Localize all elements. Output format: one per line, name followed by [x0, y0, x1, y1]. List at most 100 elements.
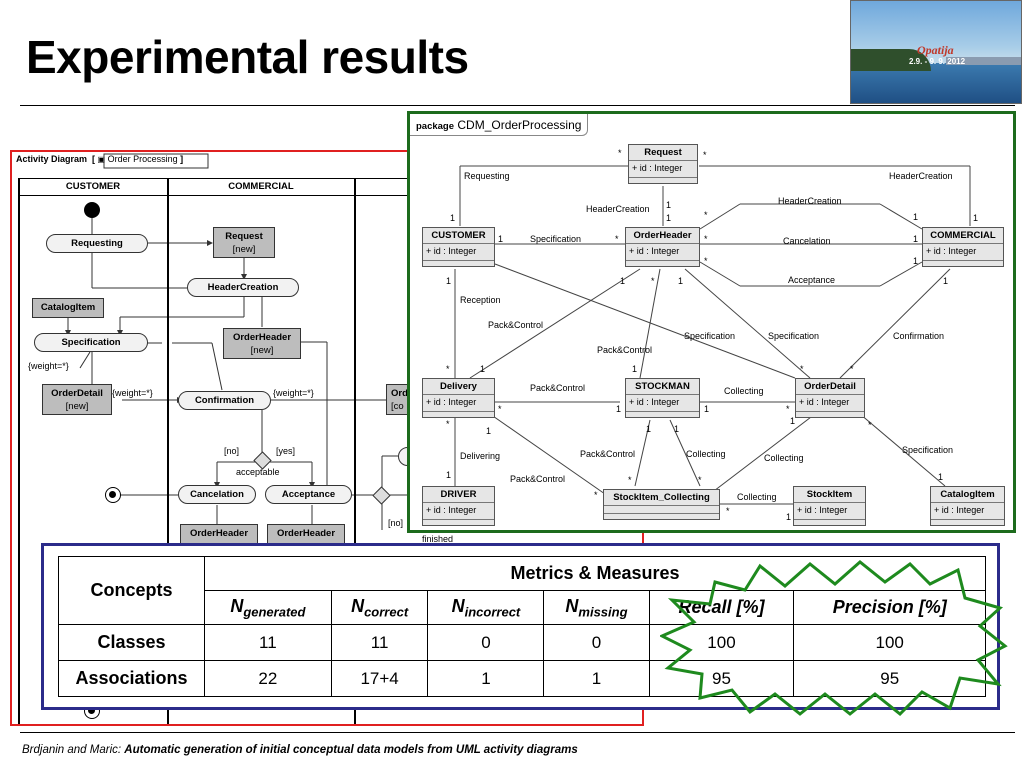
assoc-packcontrol-2: Pack&Control [597, 345, 653, 355]
mult-many: * [704, 210, 708, 220]
cell-n-correct: 17+4 [330, 660, 429, 697]
assoc-acceptance: Acceptance [788, 275, 836, 285]
package-tab: package CDM_OrderProcessing [410, 114, 589, 136]
cell-precision: 95 [793, 660, 986, 697]
col-n-generated: Ngenerated [204, 590, 332, 625]
photo-place: Opatija [917, 43, 954, 57]
class-orderheader-name: OrderHeader [626, 228, 699, 244]
mult-many: * [698, 475, 702, 485]
assoc-collecting-2: Collecting [686, 449, 726, 459]
class-stockman-name: STOCKMAN [626, 379, 699, 395]
mult-many: * [618, 148, 622, 158]
footer-paper-title: Automatic generation of initial conceptu… [124, 744, 578, 756]
metrics-table: Concepts Metrics & Measures Ngenerated N… [58, 556, 986, 697]
mult-many: * [446, 364, 450, 374]
class-delivery-attr: + id : Integer [423, 395, 494, 412]
mult-one: 1 [913, 234, 919, 244]
assoc-headercreation-right: HeaderCreation [889, 171, 953, 181]
assoc-specification-left: Specification [530, 234, 582, 244]
mult-one: 1 [678, 276, 684, 286]
object-order-detail: OrderDetail [new] [42, 384, 112, 415]
class-orderdetail-attr: + id : Integer [796, 395, 864, 412]
photo-dates: 2.9. - 9. 9. 2012 [909, 57, 966, 66]
mult-one: 1 [938, 472, 944, 482]
lane-commercial: COMMERCIAL [167, 178, 355, 196]
mult-many: * [850, 364, 854, 374]
object-order-header-3: OrderHeader [267, 524, 345, 544]
cell-n-incorrect: 0 [427, 624, 545, 661]
mult-one: 1 [620, 276, 626, 286]
assoc-packcontrol-4: Pack&Control [580, 449, 636, 459]
mult-many: * [868, 420, 872, 430]
assoc-headercreation-top: HeaderCreation [778, 196, 842, 206]
cell-n-missing: 1 [543, 660, 650, 697]
class-stockitem-name: StockItem [794, 487, 865, 503]
assoc-collecting-3: Collecting [764, 453, 804, 463]
class-orderdetail-name: OrderDetail [796, 379, 864, 395]
object-order-detail-name: OrderDetail [51, 388, 103, 399]
cell-n-correct: 11 [330, 624, 429, 661]
class-orderheader-attr: + id : Integer [626, 244, 699, 261]
mult-one: 1 [786, 512, 792, 522]
label-finished: finished [422, 534, 454, 544]
object-order-header-name: OrderHeader [232, 332, 292, 343]
mult-one: 1 [790, 416, 796, 426]
action-requesting: Requesting [46, 234, 148, 253]
footer-citation: Brdjanin and Maric: Automatic generation… [22, 744, 578, 756]
mult-one: 1 [666, 213, 672, 223]
class-orderheader: OrderHeader + id : Integer [625, 227, 700, 267]
results-table-panel: Concepts Metrics & Measures Ngenerated N… [41, 543, 1000, 710]
assoc-specification-mid1: Specification [684, 331, 736, 341]
assoc-headercreation-mid: HeaderCreation [586, 204, 650, 214]
col-precision: Precision [%] [793, 590, 986, 625]
mult-many: * [446, 419, 450, 429]
row-concept: Associations [58, 660, 205, 697]
action-specification: Specification [34, 333, 148, 352]
activity-header-name: Order Processing [107, 154, 178, 164]
mult-many: * [651, 276, 655, 286]
mult-one: 1 [646, 424, 652, 434]
mult-many: * [594, 490, 598, 500]
assoc-packcontrol-3: Pack&Control [530, 383, 586, 393]
title-divider [20, 105, 1015, 106]
class-customer: CUSTOMER + id : Integer [422, 227, 495, 267]
class-stockitem-attr: + id : Integer [794, 503, 865, 520]
mult-one: 1 [446, 470, 452, 480]
assoc-collecting-4: Collecting [737, 492, 777, 502]
mult-one: 1 [480, 364, 486, 374]
mult-one: 1 [666, 200, 672, 210]
action-confirmation: Confirmation [178, 391, 271, 410]
table-row: Classes 11 11 0 0 100 100 [58, 624, 986, 661]
mult-one: 1 [943, 276, 949, 286]
label-no-2: [no] [388, 518, 404, 528]
cell-recall: 100 [648, 624, 795, 661]
label-weight-2: {weight=*} [112, 388, 153, 398]
lane-customer: CUSTOMER [18, 178, 168, 196]
assoc-collecting-1: Collecting [724, 386, 764, 396]
activity-header: Activity Diagram [ ▣ Order Processing ] [16, 154, 184, 164]
mult-one: 1 [704, 404, 710, 414]
class-catalogitem: CatalogItem + id : Integer [930, 486, 1005, 526]
mult-many: * [800, 364, 804, 374]
object-order-header-3-name: OrderHeader [276, 528, 336, 539]
class-catalogitem-attr: + id : Integer [931, 503, 1004, 520]
mult-many: * [786, 404, 790, 414]
class-driver-attr: + id : Integer [423, 503, 494, 520]
mult-many: * [704, 256, 708, 266]
object-order-header-2: OrderHeader [180, 524, 258, 544]
final-node [105, 487, 121, 503]
assoc-packcontrol-1: Pack&Control [488, 320, 544, 330]
mult-many: * [703, 150, 707, 160]
header-metrics-group: Metrics & Measures [204, 556, 986, 591]
label-weight-3: {weight=*} [273, 388, 314, 398]
header-concepts: Concepts [58, 556, 205, 625]
class-stockitem: StockItem + id : Integer [793, 486, 866, 526]
class-request-name: Request [629, 145, 697, 161]
action-acceptance: Acceptance [265, 485, 352, 504]
assoc-confirmation: Confirmation [893, 331, 945, 341]
class-delivery: Delivery + id : Integer [422, 378, 495, 418]
mult-many: * [628, 475, 632, 485]
association-lines [454, 165, 971, 505]
class-orderdetail: OrderDetail + id : Integer [795, 378, 865, 418]
slide-title: Experimental results [26, 31, 469, 83]
